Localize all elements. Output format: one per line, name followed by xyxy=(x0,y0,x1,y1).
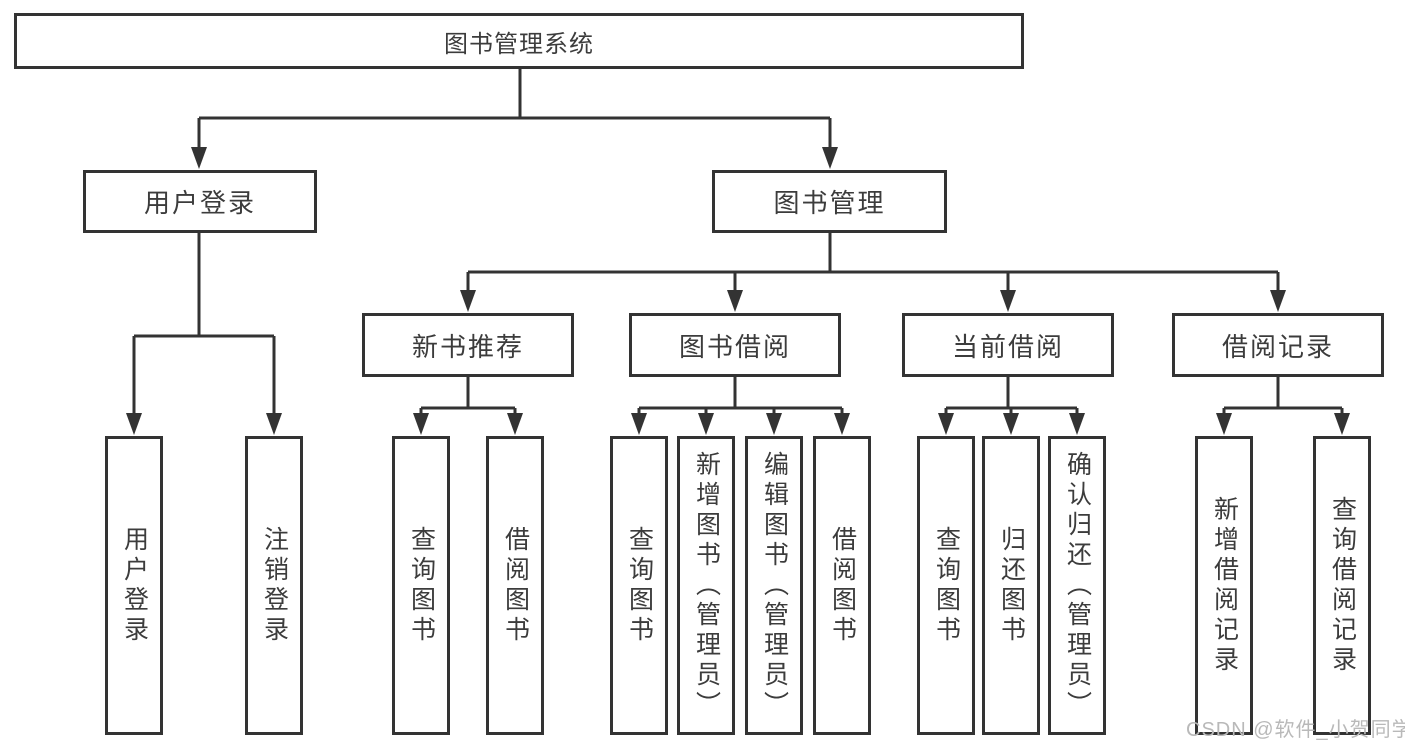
leaf-current-query-books: 查询图书 xyxy=(917,436,975,735)
node-label: 用户登录 xyxy=(143,188,256,218)
node-label: 注销登录 xyxy=(260,525,289,646)
node-label: 图书管理 xyxy=(773,188,886,218)
leaf-records-add-record: 新增借阅记录 xyxy=(1195,436,1253,735)
leaf-newbook-borrow-books: 借阅图书 xyxy=(486,436,544,735)
node-label: 新增图书（管理员） xyxy=(692,450,721,721)
node-current-borrow: 当前借阅 xyxy=(902,313,1114,377)
node-label: 当前借阅 xyxy=(951,331,1064,362)
node-label: 用户登录 xyxy=(120,525,149,646)
node-label: 借阅图书 xyxy=(501,525,530,646)
leaf-current-return-books: 归还图书 xyxy=(982,436,1040,735)
node-label: 编辑图书（管理员） xyxy=(760,450,789,721)
leaf-user-login: 用户登录 xyxy=(105,436,163,735)
node-book-management: 图书管理 xyxy=(712,170,947,233)
leaf-borrow-query-books: 查询图书 xyxy=(610,436,668,735)
node-label: 新书推荐 xyxy=(411,331,524,362)
node-book-borrow: 图书借阅 xyxy=(629,313,841,377)
node-borrow-records: 借阅记录 xyxy=(1172,313,1384,377)
node-label: 图书借阅 xyxy=(678,331,791,362)
node-label: 确认归还（管理员） xyxy=(1063,450,1092,721)
leaf-borrow-add-books-admin: 新增图书（管理员） xyxy=(677,436,735,735)
leaf-newbook-query-books: 查询图书 xyxy=(392,436,450,735)
node-label: 查询图书 xyxy=(407,525,436,646)
node-label: 归还图书 xyxy=(997,525,1026,646)
connector-path xyxy=(132,69,1344,417)
node-label: 借阅图书 xyxy=(828,525,857,646)
node-label: 借阅记录 xyxy=(1221,331,1334,362)
node-label: 新增借阅记录 xyxy=(1210,495,1239,676)
node-label: 查询图书 xyxy=(625,525,654,646)
arrowheads xyxy=(126,147,1350,435)
leaf-borrow-edit-books-admin: 编辑图书（管理员） xyxy=(745,436,803,735)
node-label: 查询借阅记录 xyxy=(1328,495,1357,676)
leaf-borrow-borrow-books: 借阅图书 xyxy=(813,436,871,735)
node-system-root: 图书管理系统 xyxy=(14,13,1024,69)
leaf-logout: 注销登录 xyxy=(245,436,303,735)
leaf-records-query-record: 查询借阅记录 xyxy=(1313,436,1371,735)
node-label: 图书管理系统 xyxy=(444,30,594,58)
leaf-current-confirm-return-admin: 确认归还（管理员） xyxy=(1048,436,1106,735)
csdn-watermark: CSDN @软件_小贺同学 xyxy=(1186,719,1405,741)
node-label: 查询图书 xyxy=(932,525,961,646)
node-new-book-recommend: 新书推荐 xyxy=(362,313,574,377)
node-user-login: 用户登录 xyxy=(83,170,317,233)
